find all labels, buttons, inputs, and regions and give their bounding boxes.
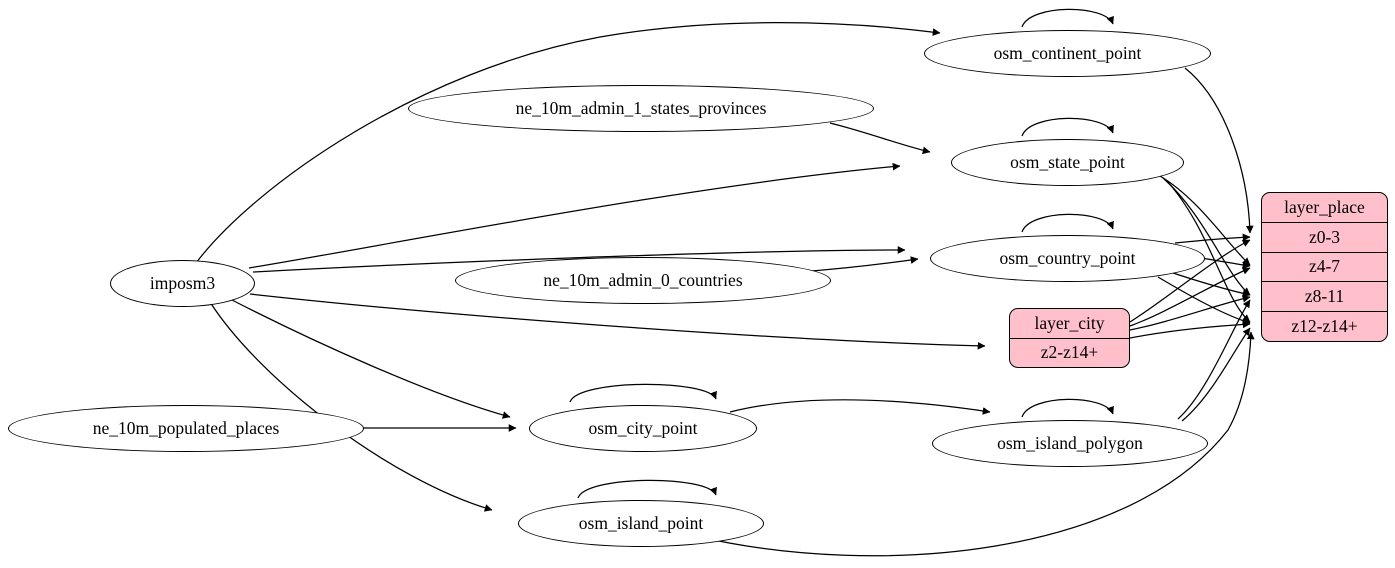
edge-islandpolygon-place-z12 [1181,327,1251,422]
edge-islandpoint-place-z12 [699,331,1255,557]
layer-place-row-z8-11[interactable]: z8-11 [1262,281,1387,311]
layer-place-row-z4-7[interactable]: z4-7 [1262,251,1387,282]
node-osm-continent-point[interactable]: osm_continent_point [924,30,1211,77]
node-label: osm_island_polygon [997,433,1143,453]
edge-imposm3-city [231,299,511,419]
node-label: ne_10m_admin_1_states_provinces [515,98,767,118]
selfloop-islandpoint [577,479,717,499]
edge-layercity-place-z12 [1129,320,1251,339]
layer-place-row-z0-3[interactable]: z0-3 [1262,221,1387,252]
node-ne-10m-populated-places[interactable]: ne_10m_populated_places [8,405,364,452]
node-osm-island-point[interactable]: osm_island_point [518,500,764,547]
selfloop-continent [1021,8,1114,28]
edge-layercity-place-z8 [1129,294,1251,331]
selfloop-islandpolygon [1021,398,1114,418]
edge-layercity-place-z4 [1129,267,1251,327]
node-osm-country-point[interactable]: osm_country_point [930,235,1205,282]
edge-state-place-z4 [1159,175,1251,266]
edge-city-islandpolygon [729,399,991,415]
node-label: osm_state_point [1010,152,1125,172]
node-osm-island-polygon[interactable]: osm_island_polygon [932,420,1208,467]
edge-ne0-country [799,256,919,273]
edge-country-place-z12 [1157,276,1251,325]
layer-place-row-z12-z14[interactable]: z12-z14+ [1262,311,1387,341]
node-layer-city[interactable]: layer_city z2-z14+ [1009,308,1130,368]
node-label: imposm3 [149,273,216,293]
edge-country-place-z0 [1174,233,1251,244]
layer-place-title: layer_place [1284,196,1365,217]
node-imposm3[interactable]: imposm3 [110,260,255,307]
edge-imposm3-continent [195,22,941,264]
selfloop-country [1021,213,1114,233]
node-label: ne_10m_admin_0_countries [543,270,743,290]
node-ne-10m-admin-0-countries[interactable]: ne_10m_admin_0_countries [455,257,831,304]
edge-state-place-z8 [1162,177,1251,296]
edge-imposm3-state [248,162,901,269]
selfloop-city [569,383,717,403]
node-label: osm_continent_point [993,43,1142,63]
layer-city-row-z2-z14[interactable]: z2-z14+ [1010,337,1129,368]
edge-imposm3-layercity [249,293,986,350]
node-label: osm_country_point [999,248,1136,268]
edge-continent-place-z0 [1184,67,1254,234]
node-label: ne_10m_populated_places [92,418,280,438]
node-layer-place[interactable]: layer_place z0-3 z4-7 z8-11 z12-z14+ [1261,192,1388,342]
edge-islandpolygon-place-z8 [1177,299,1251,420]
node-label: osm_city_point [588,418,698,438]
node-osm-state-point[interactable]: osm_state_point [951,139,1184,186]
selfloop-state [1021,117,1114,137]
node-ne-10m-admin-1-states-provinces[interactable]: ne_10m_admin_1_states_provinces [408,85,874,132]
node-label: osm_island_point [578,513,704,533]
node-osm-city-point[interactable]: osm_city_point [529,405,757,452]
layer-city-title: layer_city [1034,312,1105,333]
edge-layercity-place-z0 [1129,239,1251,323]
edge-ne1-state [829,122,931,155]
